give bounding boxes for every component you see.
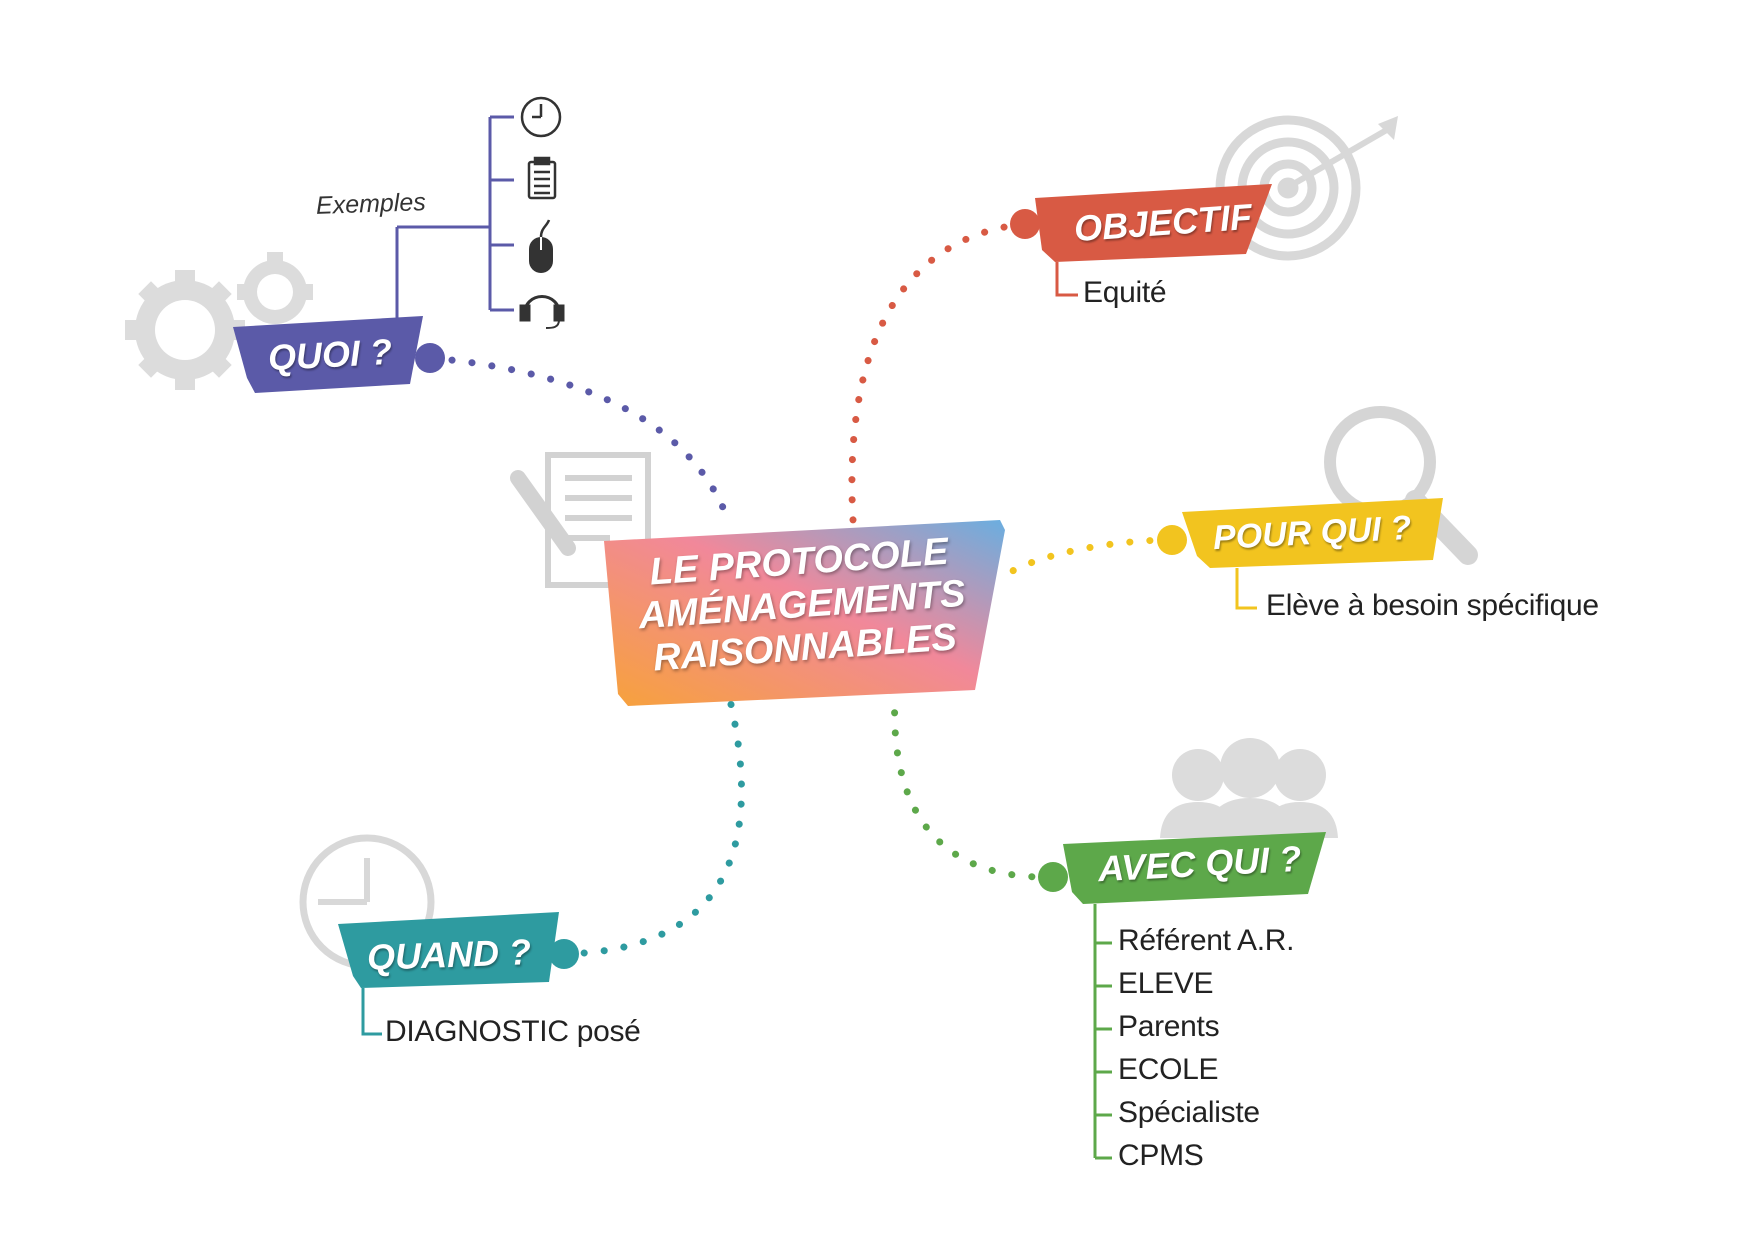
pour-qui-item: Elève à besoin spécifique: [1266, 589, 1599, 622]
central-title: LE PROTOCOLE AMÉNAGEMENTS RAISONNABLES: [618, 529, 986, 683]
avec-qui-item: ELEVE: [1118, 967, 1214, 1000]
avec-qui-item: ECOLE: [1118, 1053, 1219, 1086]
avec-qui-item: Spécialiste: [1118, 1096, 1260, 1129]
quoi-label: QUOI ?: [266, 330, 393, 379]
avec-qui-node: [1038, 862, 1068, 892]
quand-connector-line: [361, 988, 382, 1036]
quoi-banner: [233, 316, 423, 393]
objectif-node: [1010, 209, 1040, 239]
branch-quand: [338, 912, 579, 1036]
example-clock-icon: [520, 96, 562, 138]
example-headset-icon: [519, 295, 565, 329]
connector-avec-qui: [891, 691, 1056, 881]
avec-qui-connector-lines: [1093, 904, 1112, 1160]
connector-objectif: [848, 220, 1028, 524]
quoi-node: [415, 343, 445, 373]
central-banner: [604, 520, 1005, 706]
objectif-banner: [1035, 184, 1272, 262]
branch-quoi: [233, 96, 565, 393]
quand-item: DIAGNOSTIC posé: [385, 1015, 641, 1048]
pour-qui-banner: [1182, 498, 1443, 568]
objectif-item: Equité: [1083, 276, 1167, 309]
connector-pour-qui: [1000, 536, 1174, 580]
pour-qui-node: [1157, 525, 1187, 555]
avec-qui-item: Référent A.R.: [1118, 924, 1295, 957]
branch-avec-qui: [1038, 832, 1326, 1160]
gears-icon: [125, 252, 313, 390]
pour-qui-connector-line: [1235, 568, 1257, 610]
quand-label: QUAND ?: [366, 931, 532, 978]
quand-banner: [338, 912, 559, 988]
branch-pour-qui: [1157, 498, 1443, 610]
branch-objectif: [1010, 184, 1272, 297]
quoi-examples-tree: [395, 115, 514, 318]
avec-qui-item: Parents: [1118, 1010, 1220, 1043]
example-mouse-icon: [529, 219, 553, 273]
avec-qui-banner: [1063, 832, 1326, 904]
connector-quand: [560, 696, 745, 958]
exemples-label: Exemples: [315, 188, 427, 220]
people-icon: [1160, 738, 1338, 840]
quand-node: [549, 939, 579, 969]
objectif-connector-line: [1055, 262, 1078, 297]
example-clipboard-icon: [527, 156, 557, 200]
avec-qui-item: CPMS: [1118, 1139, 1204, 1172]
